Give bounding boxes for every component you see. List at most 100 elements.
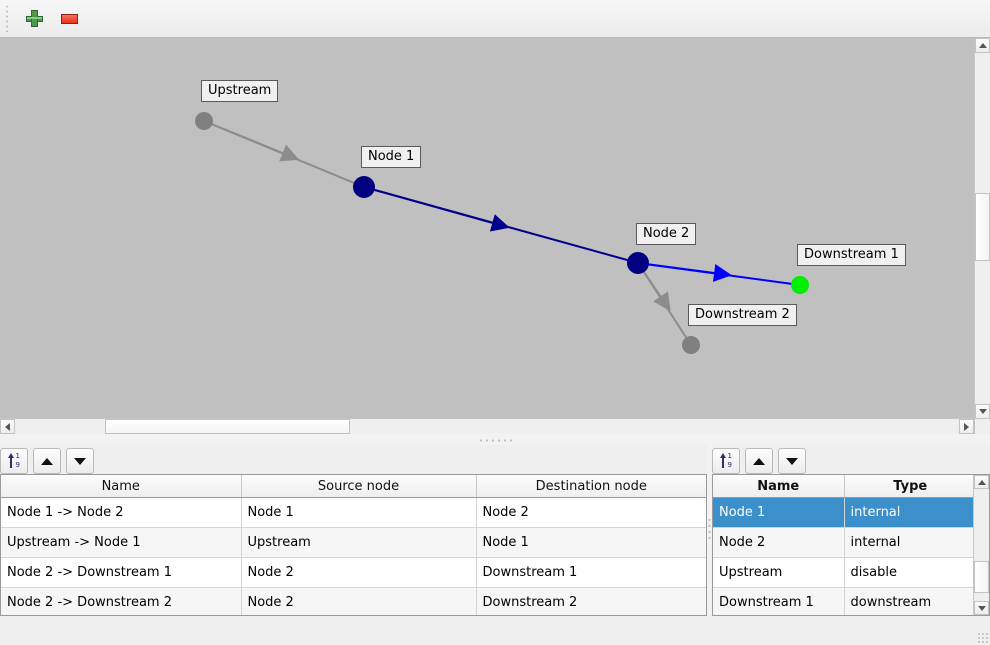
cell-name: Node 2 -> Downstream 1 xyxy=(1,557,242,588)
graph-label-node1[interactable]: Node 1 xyxy=(361,146,422,168)
edges-move-up-button[interactable] xyxy=(33,448,61,474)
triangle-down-icon xyxy=(74,457,86,465)
graph-label-downstream1[interactable]: Downstream 1 xyxy=(797,244,906,266)
graph-horizontal-scrollbar[interactable] xyxy=(0,418,974,434)
graph-label-node2[interactable]: Node 2 xyxy=(636,223,697,245)
cell-source: Upstream xyxy=(241,527,477,558)
status-area xyxy=(0,616,990,645)
main-toolbar xyxy=(0,0,990,38)
cell-source: Node 2 xyxy=(241,587,477,615)
plus-icon xyxy=(25,10,43,27)
horizontal-splitter[interactable] xyxy=(0,434,990,445)
graph-edge-node1-node2[interactable] xyxy=(363,186,639,264)
graph-node-node1[interactable] xyxy=(353,176,375,198)
cell-name: Node 2 -> Downstream 2 xyxy=(1,587,242,615)
vertical-splitter[interactable] xyxy=(707,445,712,615)
cell-type: downstream xyxy=(844,587,976,615)
triangle-down-icon xyxy=(977,605,986,611)
graph-node-upstream[interactable] xyxy=(195,112,213,130)
graph-vertical-scrollbar[interactable] xyxy=(974,38,990,419)
graph-node-downstream1[interactable] xyxy=(791,276,809,294)
column-header-destination-node[interactable]: Destination node xyxy=(476,475,706,498)
splitter-grip xyxy=(708,517,711,543)
cell-source: Node 2 xyxy=(241,557,477,588)
column-header-type[interactable]: Type xyxy=(844,475,976,498)
scroll-left-button[interactable] xyxy=(0,419,15,434)
graph-node-node2[interactable] xyxy=(627,252,649,274)
cell-destination: Downstream 1 xyxy=(476,557,706,588)
scroll-down-button[interactable] xyxy=(974,601,989,615)
table-row[interactable]: Node 1 internal xyxy=(713,497,976,528)
edges-move-down-button[interactable] xyxy=(66,448,94,474)
cell-name: Upstream -> Node 1 xyxy=(1,527,242,558)
scroll-right-button[interactable] xyxy=(959,419,974,434)
edges-table-element: Name Source node Destination node Node 1… xyxy=(1,475,706,615)
cell-name: Node 1 xyxy=(713,497,845,528)
cell-name: Node 2 xyxy=(713,527,845,558)
nodes-move-down-button[interactable] xyxy=(778,448,806,474)
edges-table[interactable]: Name Source node Destination node Node 1… xyxy=(0,474,707,616)
graph-horizontal-scroll-thumb[interactable] xyxy=(105,419,350,434)
edges-table-header-row: Name Source node Destination node xyxy=(1,475,706,498)
cell-name: Downstream 1 xyxy=(713,587,845,615)
cell-type: internal xyxy=(844,527,976,558)
cell-destination: Downstream 2 xyxy=(476,587,706,615)
splitter-grip xyxy=(478,439,512,442)
cell-source: Node 1 xyxy=(241,497,477,528)
graph-node-downstream2[interactable] xyxy=(682,336,700,354)
graph-label-downstream2[interactable]: Downstream 2 xyxy=(688,304,797,326)
cell-name: Node 1 -> Node 2 xyxy=(1,497,242,528)
nodes-table-header-row: Name Type xyxy=(713,475,976,498)
column-header-name[interactable]: Name xyxy=(1,475,242,498)
add-button[interactable] xyxy=(18,3,50,35)
graph-edge-node2-downstream1[interactable] xyxy=(637,262,801,286)
table-row[interactable]: Downstream 1 downstream xyxy=(713,587,976,615)
table-row[interactable]: Node 2 internal xyxy=(713,527,976,558)
column-header-name[interactable]: Name xyxy=(713,475,845,498)
cell-destination: Node 2 xyxy=(476,497,706,528)
cell-name: Upstream xyxy=(713,557,845,588)
scroll-up-button[interactable] xyxy=(974,475,989,489)
scroll-down-button[interactable] xyxy=(975,404,990,419)
triangle-right-icon xyxy=(964,422,969,431)
nodes-table-scrollbar[interactable] xyxy=(973,475,989,615)
cell-destination: Node 1 xyxy=(476,527,706,558)
nodes-table[interactable]: Name Type Node 1 internal Node 2 interna… xyxy=(712,474,990,616)
graph-edge-node2-downstream2[interactable] xyxy=(637,262,692,346)
graph-label-upstream[interactable]: Upstream xyxy=(201,80,279,102)
nodes-table-scroll-thumb[interactable] xyxy=(974,561,989,593)
table-row[interactable]: Upstream disable xyxy=(713,557,976,588)
resize-grip[interactable] xyxy=(977,632,988,643)
table-row[interactable]: Node 2 -> Downstream 1 Node 2 Downstream… xyxy=(1,557,706,588)
scroll-up-button[interactable] xyxy=(975,38,990,53)
table-row[interactable]: Node 2 -> Downstream 2 Node 2 Downstream… xyxy=(1,587,706,615)
triangle-down-icon xyxy=(786,457,798,465)
graph-edge-upstream-node1[interactable] xyxy=(203,120,365,188)
triangle-left-icon xyxy=(5,422,10,431)
graph-svg xyxy=(195,112,809,354)
column-header-source-node[interactable]: Source node xyxy=(241,475,477,498)
toolbar-drag-handle[interactable] xyxy=(3,5,15,32)
triangle-down-icon xyxy=(978,409,987,414)
graph-vertical-scroll-thumb[interactable] xyxy=(975,193,990,261)
triangle-up-icon xyxy=(753,457,765,465)
cell-type: disable xyxy=(844,557,976,588)
table-row[interactable]: Node 1 -> Node 2 Node 1 Node 2 xyxy=(1,497,706,528)
nodes-move-up-button[interactable] xyxy=(745,448,773,474)
graph-view[interactable]: Upstream Node 1 Node 2 Downstream 1 Down… xyxy=(0,38,990,434)
triangle-up-icon xyxy=(977,479,986,485)
remove-button[interactable] xyxy=(53,3,85,35)
triangle-up-icon xyxy=(41,457,53,465)
table-row[interactable]: Upstream -> Node 1 Upstream Node 1 xyxy=(1,527,706,558)
triangle-up-icon xyxy=(978,43,987,48)
graph-canvas[interactable]: Upstream Node 1 Node 2 Downstream 1 Down… xyxy=(0,38,974,419)
